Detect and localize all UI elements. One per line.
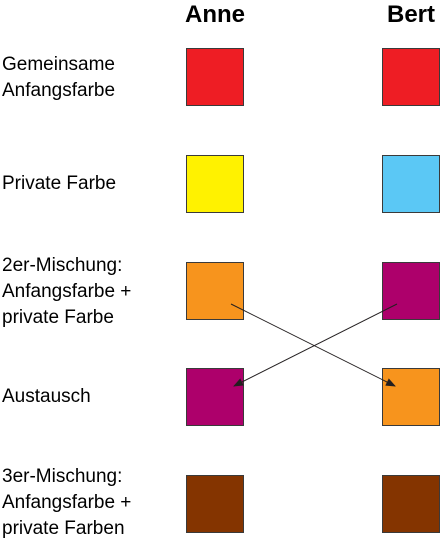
bert-two-mix-swatch: [382, 262, 440, 320]
row-label-private-color: Private Farbe: [2, 173, 117, 194]
column-header-anne: Anne: [185, 1, 245, 28]
anne-initial-color-swatch: [186, 48, 244, 106]
anne-three-mix-swatch: [186, 475, 244, 533]
arrow-bert-to-anne: [233, 303, 398, 387]
anne-exchange-swatch: [186, 368, 244, 426]
bert-exchange-swatch: [382, 368, 440, 426]
bert-initial-color-swatch: [382, 48, 440, 106]
anne-private-color-swatch: [186, 155, 244, 213]
bert-private-color-swatch: [382, 155, 440, 213]
anne-two-mix-swatch: [186, 262, 244, 320]
arrow-anne-to-bert: [230, 303, 396, 387]
row-label-exchange: Austausch: [2, 386, 91, 407]
column-header-bert: Bert: [386, 1, 435, 28]
row-label-two-mix: 2er-Mischung: Anfangsfarbe + private Far…: [2, 255, 132, 328]
row-label-initial-color: Gemeinsame Anfangsfarbe: [2, 54, 116, 101]
bert-three-mix-swatch: [382, 475, 440, 533]
row-label-three-mix: 3er-Mischung: Anfangsfarbe + private Far…: [2, 466, 132, 539]
